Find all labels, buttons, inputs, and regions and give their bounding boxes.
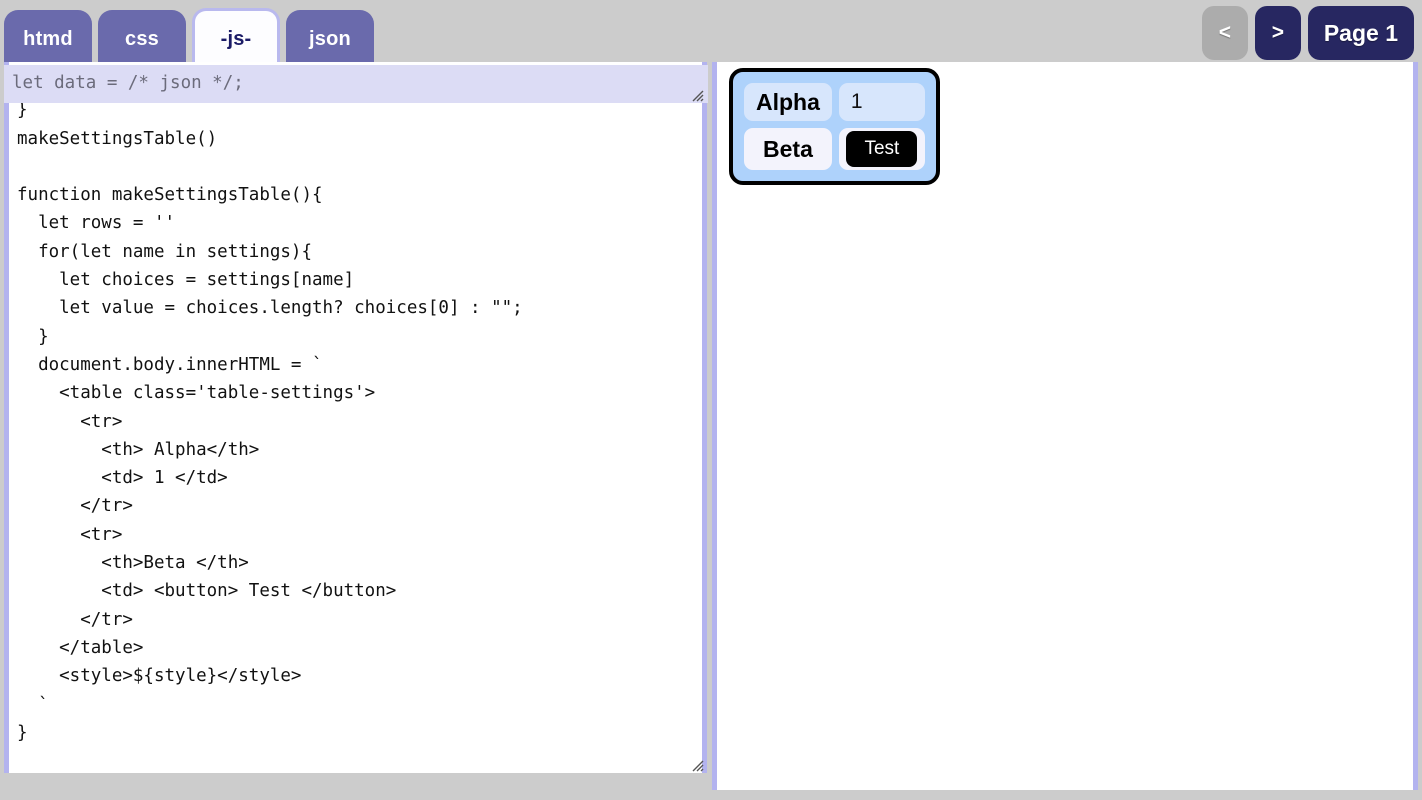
setting-name-alpha: Alpha — [744, 83, 832, 121]
tab-json[interactable]: json — [286, 10, 374, 68]
test-button[interactable]: Test — [846, 131, 918, 167]
code-editor-textarea[interactable] — [4, 62, 707, 773]
workspace: Alpha 1 Beta Test — [0, 62, 1422, 800]
editor-pane — [0, 62, 712, 792]
tab-htmd[interactable]: htmd — [4, 10, 92, 68]
tab-css[interactable]: css — [98, 10, 186, 68]
setting-name-beta: Beta — [744, 128, 832, 170]
setting-value-alpha: 1 — [838, 83, 925, 121]
page-navigation: < > Page 1 — [1201, 6, 1414, 60]
settings-table: Alpha 1 Beta Test — [729, 68, 940, 185]
tab-js[interactable]: -js- — [192, 8, 280, 68]
page-indicator-button[interactable]: Page 1 — [1307, 6, 1414, 60]
preview-pane: Alpha 1 Beta Test — [712, 62, 1418, 790]
editor-tab-strip: htmd css -js- json — [4, 8, 374, 68]
table-row: Beta Test — [744, 128, 925, 170]
table-row: Alpha 1 — [744, 83, 925, 121]
previous-page-button[interactable]: < — [1201, 6, 1248, 60]
json-data-inline-textarea[interactable] — [4, 65, 708, 103]
next-page-button[interactable]: > — [1254, 6, 1301, 60]
setting-value-beta: Test — [838, 128, 925, 170]
top-bar: htmd css -js- json < > Page 1 — [0, 0, 1422, 68]
